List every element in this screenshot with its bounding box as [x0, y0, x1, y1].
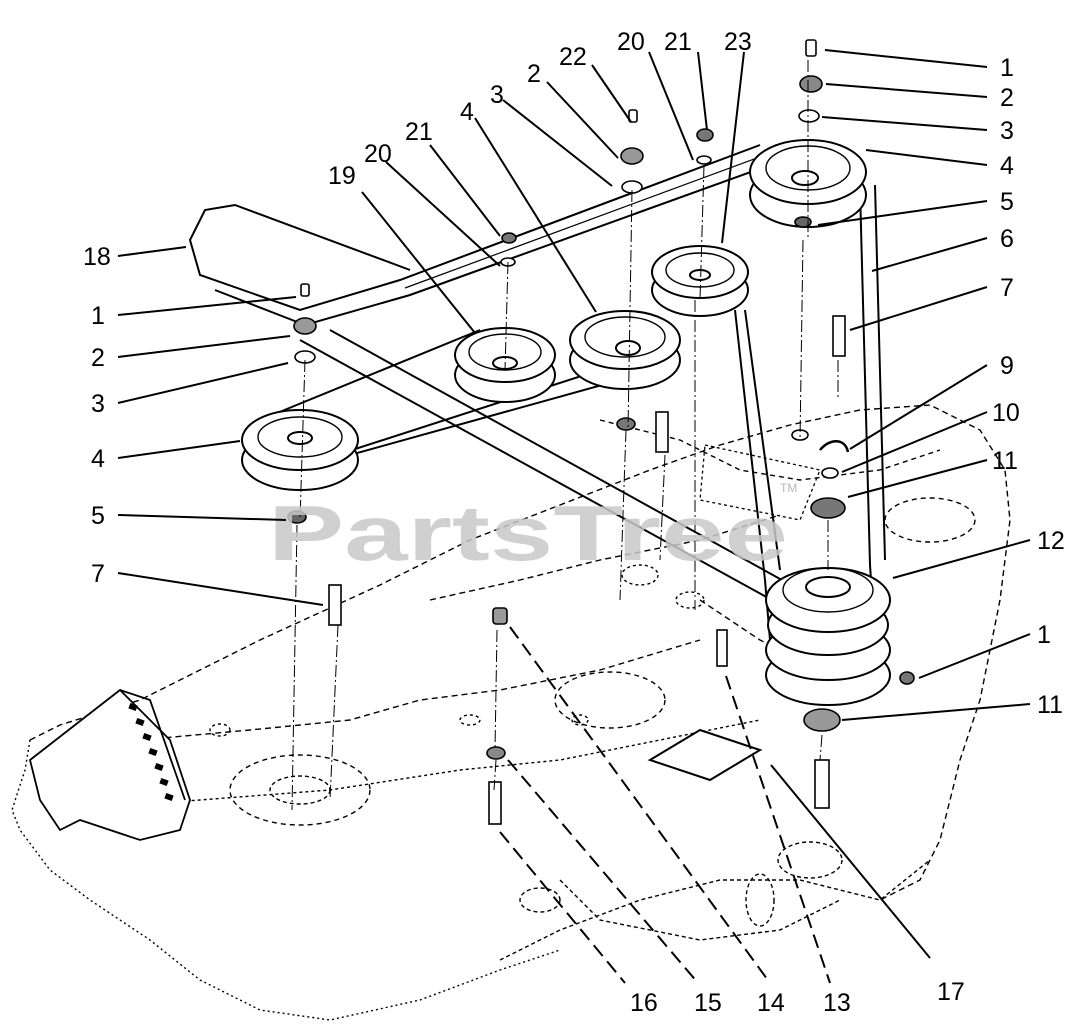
watermark: PartsTree — [268, 489, 788, 577]
callout-c19: 19 — [328, 162, 356, 190]
callout-c10: 10 — [992, 399, 1020, 427]
callout-c18: 18 — [83, 243, 111, 271]
callout-c1a: 1 — [1000, 54, 1014, 82]
callout-c3d: 3 — [490, 81, 504, 109]
callout-c2d: 2 — [527, 60, 541, 88]
callout-c1c: 1 — [91, 302, 105, 330]
callout-c13: 13 — [823, 989, 851, 1017]
callout-c23: 23 — [724, 28, 752, 56]
callout-c5c: 5 — [91, 502, 105, 530]
pulley-left — [241, 409, 359, 491]
callout-c14: 14 — [757, 989, 785, 1017]
pulley-center — [569, 310, 681, 390]
callout-c21a: 21 — [405, 118, 433, 146]
callout-c1b: 1 — [1037, 621, 1051, 649]
callout-c4d: 4 — [460, 98, 474, 126]
callout-c15: 15 — [694, 989, 722, 1017]
callout-labels: 1 2 3 4 5 6 7 9 10 11 12 1 11 18 1 2 3 4… — [83, 28, 1065, 1017]
centre-lines — [291, 60, 839, 811]
callout-c5a: 5 — [1000, 188, 1014, 216]
callout-c17: 17 — [937, 978, 965, 1006]
callout-leaders — [117, 49, 1031, 959]
discharge-chute — [28, 688, 191, 841]
callout-c20a: 20 — [364, 140, 392, 168]
callout-c11b: 11 — [1037, 691, 1063, 719]
callout-c3c: 3 — [91, 390, 105, 418]
hardware — [287, 39, 915, 825]
leader-dashed — [499, 626, 831, 984]
callout-c2c: 2 — [91, 344, 105, 372]
callout-c6: 6 — [1000, 225, 1014, 253]
callout-c20b: 20 — [617, 28, 645, 56]
callout-c7c: 7 — [91, 560, 105, 588]
watermark-tm: TM — [780, 481, 797, 495]
callout-c4a: 4 — [1000, 152, 1014, 180]
pulley-idler-23 — [651, 245, 749, 317]
pulley-center-left — [454, 327, 556, 403]
pulley-right-front-12 — [765, 567, 891, 706]
callout-c3a: 3 — [1000, 117, 1014, 145]
callout-c16: 16 — [630, 989, 658, 1017]
callout-c7a: 7 — [1000, 274, 1014, 302]
callout-c4c: 4 — [91, 445, 105, 473]
callout-c9: 9 — [1000, 352, 1014, 380]
callout-c2a: 2 — [1000, 84, 1014, 112]
callout-c21b: 21 — [664, 28, 692, 56]
belt-guard-plate — [699, 444, 821, 521]
callout-c12: 12 — [1037, 527, 1065, 555]
callout-c22: 22 — [559, 43, 587, 71]
decal — [647, 728, 763, 782]
callout-c11a: 11 — [992, 447, 1018, 475]
